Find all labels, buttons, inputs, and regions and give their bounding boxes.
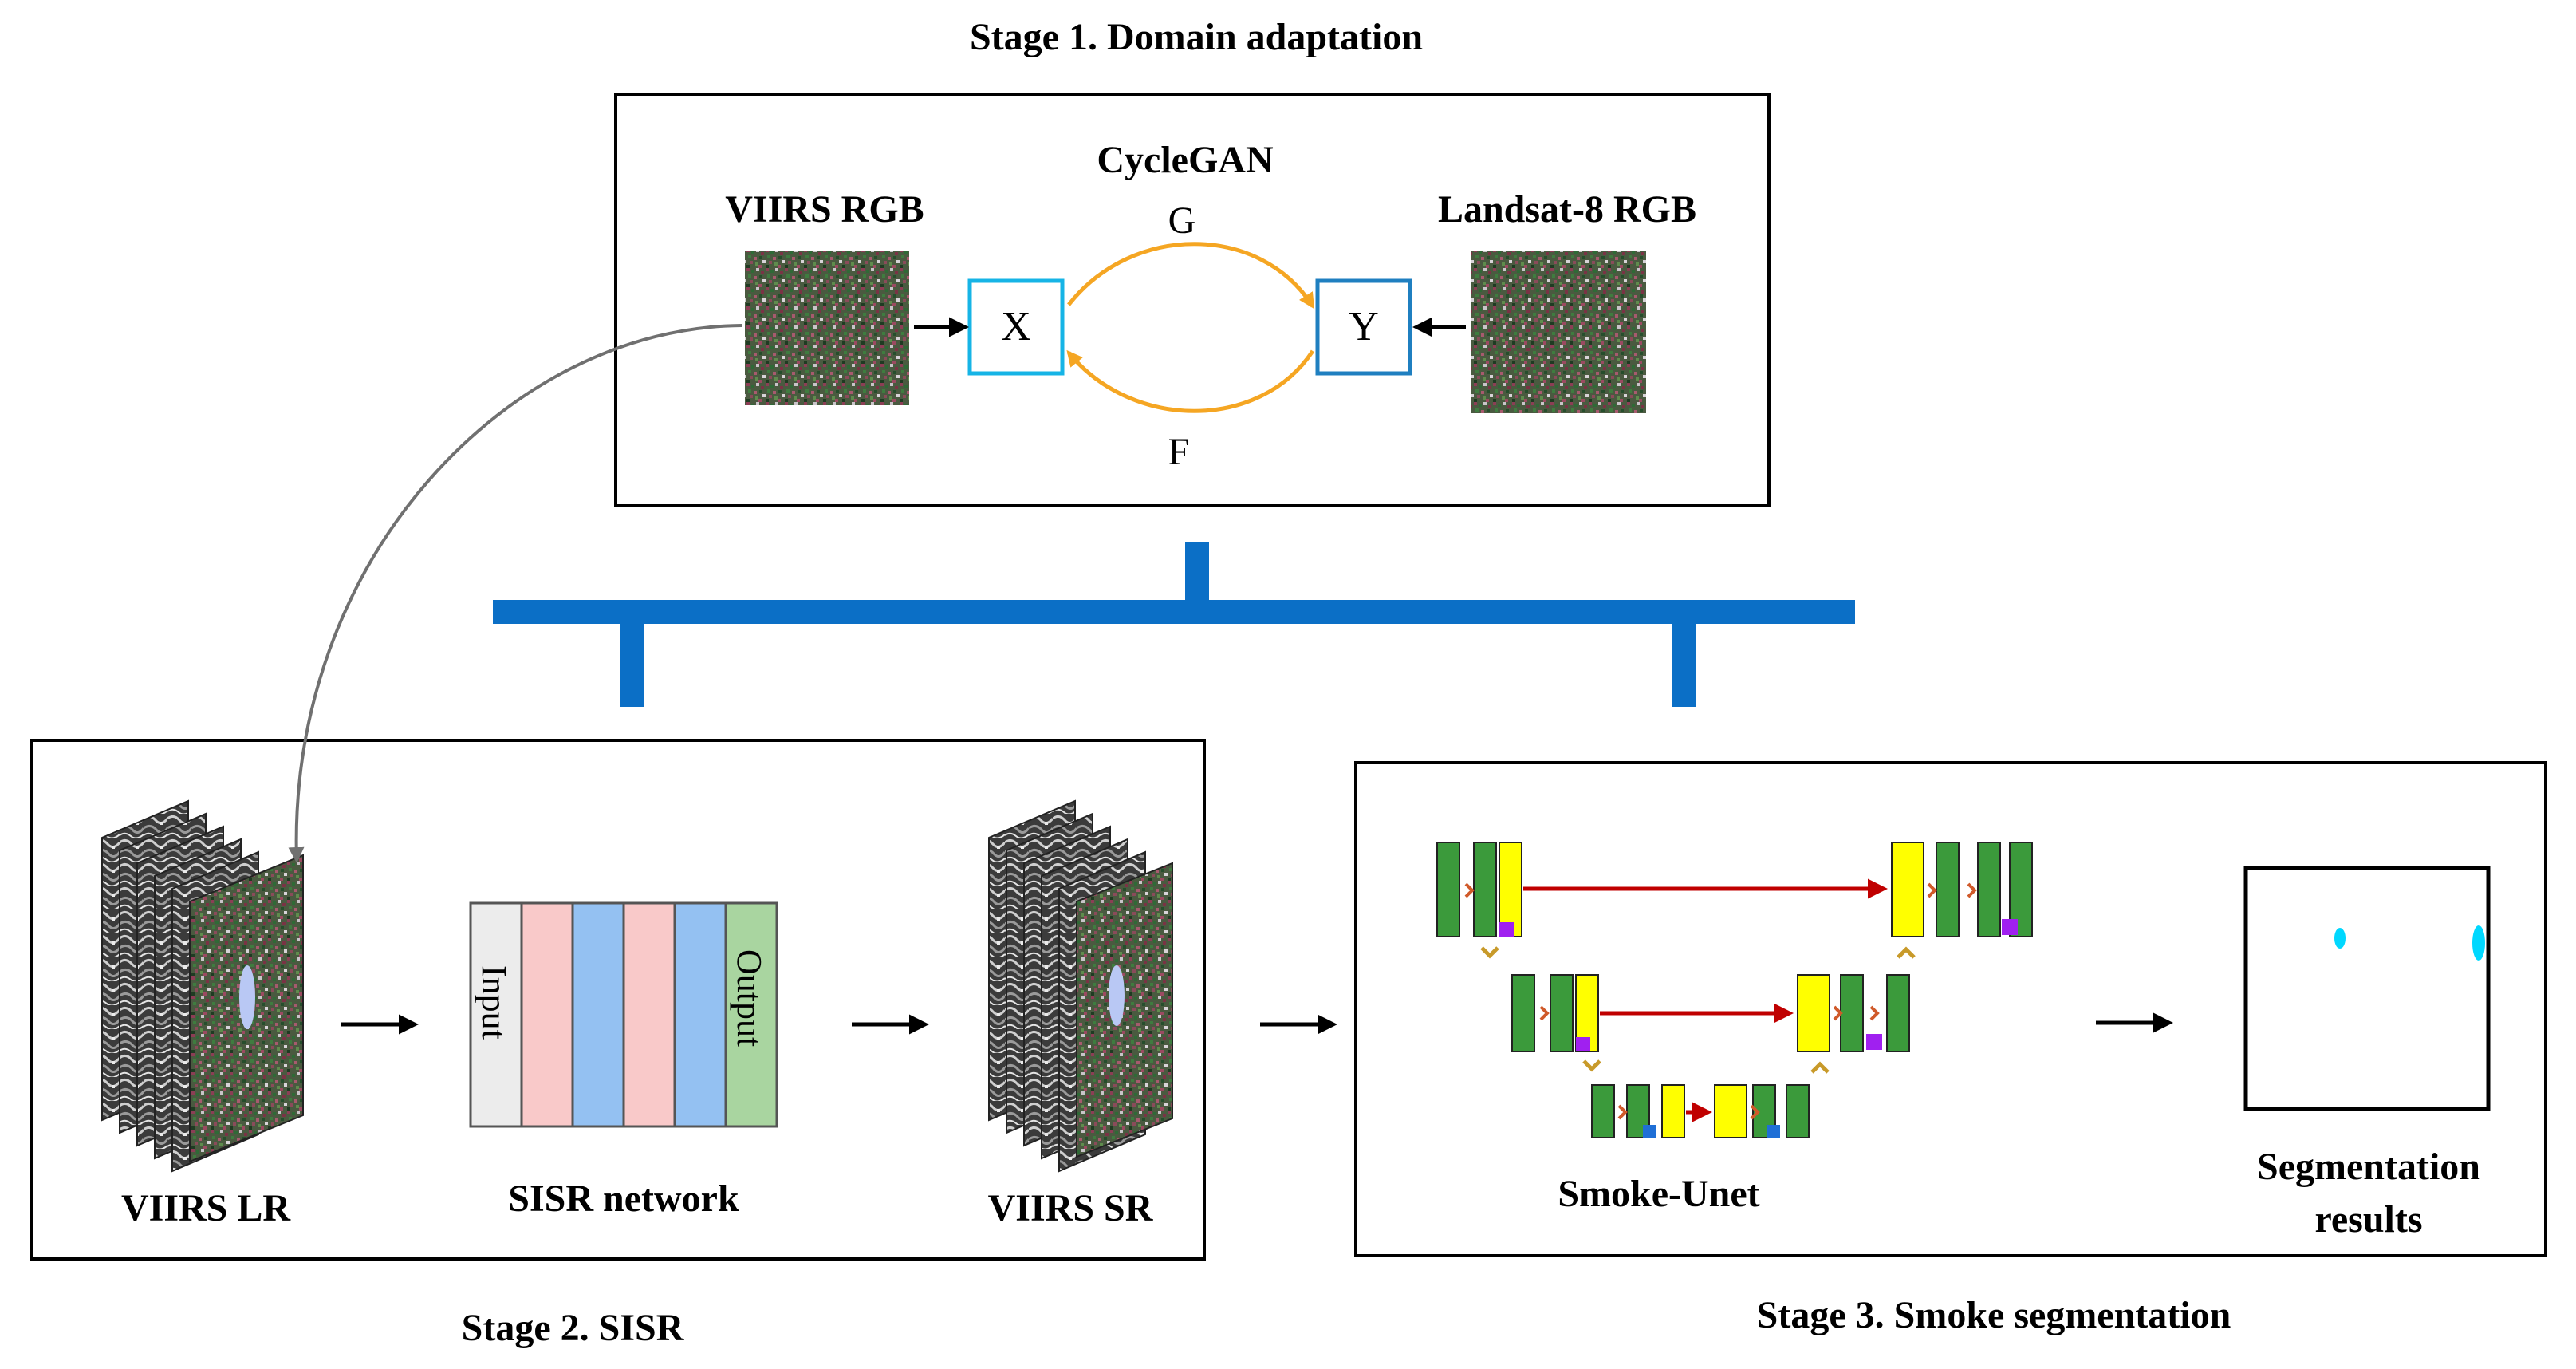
viirs-rgb-to-lr-arrow [288,324,742,863]
sisr-network-label: SISR network [508,1178,739,1220]
segmentation-result-image [2243,866,2491,1111]
viirs-lr-label: VIIRS LR [121,1187,291,1229]
cyclegan-label: CycleGAN [1097,139,1274,181]
layer-input-label: Input [475,965,514,1040]
segmentation-results-label-line2: results [2314,1198,2422,1241]
landsat-rgb-image [1471,251,1646,413]
stage2-box [30,739,1206,1261]
viirs-sr-label: VIIRS SR [988,1187,1154,1229]
segmentation-results-label-line1: Segmentation [2257,1146,2480,1188]
viirs-lr-stack [101,799,304,1173]
viirs-rgb-label: VIIRS RGB [725,188,924,231]
stage-connector [493,542,1855,707]
stage1-title: Stage 1. Domain adaptation [970,16,1423,58]
node-x [967,278,1065,376]
stage1-box [614,93,1771,507]
stage3-box [1354,761,2547,1257]
node-x-label: X [1001,304,1031,349]
stage3-title: Stage 3. Smoke segmentation [1757,1294,2231,1336]
viirs-rgb-image [745,251,909,405]
smoke-unet-label: Smoke-Unet [1558,1173,1759,1215]
mapping-f-label: F [1168,431,1190,473]
smoke-mask-region [2334,928,2346,949]
layer-output-label: Output [730,949,769,1047]
node-y [1315,278,1412,376]
mapping-g-label: G [1168,199,1196,242]
sisr-network [469,901,778,1128]
landsat-rgb-label: Landsat-8 RGB [1438,188,1696,231]
smoke-unet [1436,842,2033,1138]
smoke-mask-region [2472,925,2485,961]
mapping-f-arrow [1066,349,1315,413]
mapping-g-arrow [1067,242,1315,310]
viirs-sr-stack [988,799,1173,1173]
node-y-label: Y [1349,304,1379,349]
stage2-title: Stage 2. SISR [462,1307,685,1349]
